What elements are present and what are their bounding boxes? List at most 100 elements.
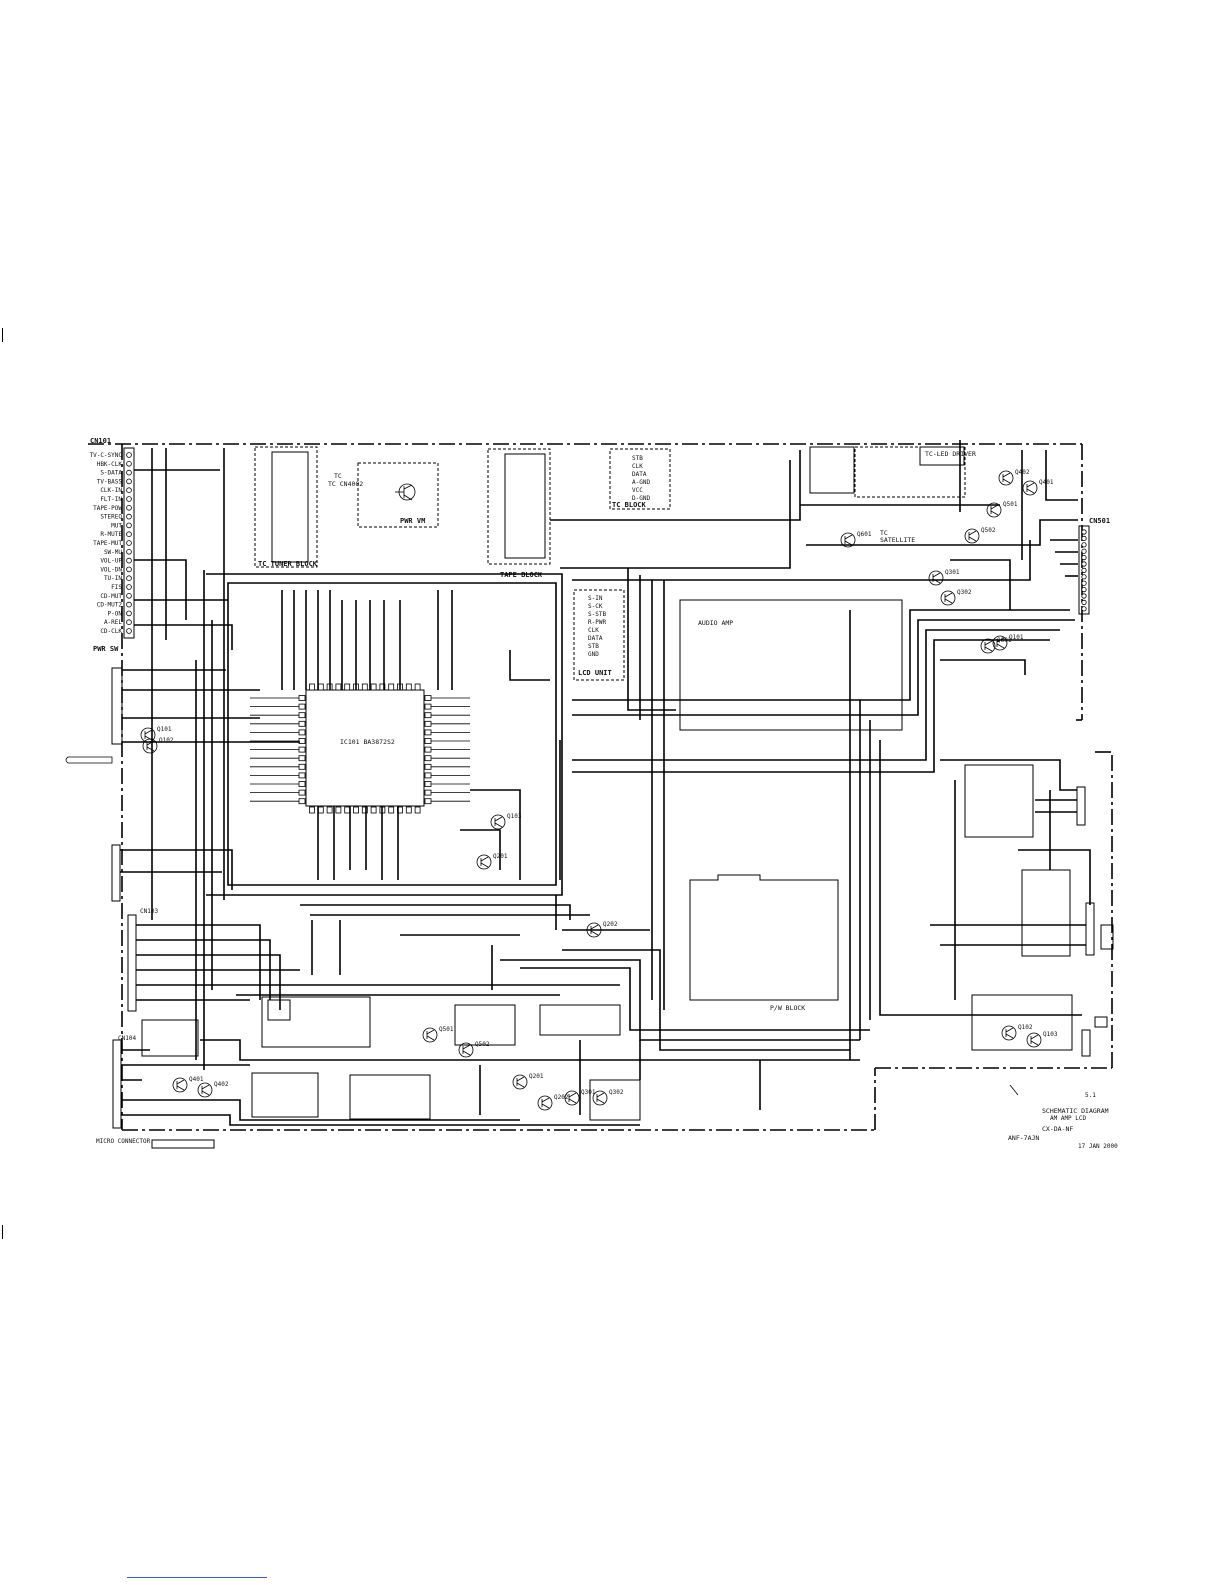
ic-pin: [361, 683, 368, 691]
ic-pin: [298, 703, 306, 710]
transistor-symbol: Q401: [172, 1076, 204, 1093]
cn103-label: CN103: [140, 908, 158, 915]
transistor-symbol: Q601: [980, 637, 1012, 654]
cn101-pin-label: CD-MUT2: [97, 602, 123, 609]
cn501-pin: [1081, 593, 1087, 599]
transistor-label: Q402: [1015, 469, 1030, 476]
tc-tuner-block: TC TUNER BLOCK: [254, 446, 318, 568]
transistor-symbol: Q201: [476, 853, 508, 870]
ic-pin: [405, 683, 412, 691]
svg-text:DATA: DATA: [588, 635, 603, 642]
transistor-symbol: Q401: [1022, 479, 1054, 496]
ic-pin: [424, 729, 432, 736]
cn101-pin: [126, 540, 132, 546]
right-top-blocks: TC-LED DRIVER TC SATELLITE: [809, 446, 976, 544]
ic-pin: [298, 772, 306, 779]
cn101-pin-label: MUT: [111, 522, 122, 529]
transistor-symbol: Q302: [940, 589, 972, 606]
ic-pin: [424, 763, 432, 770]
audio-amp-label: AUDIO AMP: [698, 619, 733, 627]
cn501-pin: [1081, 606, 1087, 612]
cn101-pin-label: FLT-IN: [100, 496, 122, 503]
svg-text:CLK: CLK: [632, 463, 643, 470]
cn501-pin: [1081, 529, 1087, 535]
svg-text:PWR SW: PWR SW: [93, 645, 119, 653]
crop-mark-lower: [2, 1225, 3, 1239]
transistor-symbol: Q103: [1026, 1031, 1058, 1048]
svg-text:VCC: VCC: [632, 487, 643, 494]
cn101-pin: [126, 452, 132, 458]
svg-text:D-GND: D-GND: [632, 495, 650, 502]
transistor-symbol: Q101: [992, 634, 1024, 651]
ic-pin: [317, 683, 324, 691]
ic-pin: [298, 781, 306, 787]
cn101-pin-label: VOL-UP: [100, 558, 122, 565]
schematic-frame: [88, 443, 1113, 1131]
title-block: 5.1 SCHEMATIC DIAGRAM AM AMP LCD CX-DA-N…: [1008, 1084, 1118, 1150]
wiring: [120, 440, 1091, 1126]
transistor-symbol: Q302: [592, 1089, 624, 1106]
cn501-pin: [1081, 567, 1087, 574]
tc-tuner-block-label: TC TUNER BLOCK: [258, 560, 318, 568]
cn101-pin: [126, 601, 132, 608]
cn101-pin-label: FIS: [111, 584, 122, 591]
tc-block-label: TC BLOCK: [612, 501, 647, 509]
sheet-code: ANF-7AJN: [1008, 1134, 1039, 1142]
sheet-date: 17 JAN 2000: [1078, 1143, 1118, 1150]
cn101-pin-label: S-DATA: [100, 470, 122, 477]
ic-pin: [344, 683, 351, 691]
cn101-pin: [126, 531, 132, 537]
sheet-rev: 5.1: [1085, 1092, 1096, 1099]
transistor-label: Q301: [945, 569, 960, 576]
cn101-pin-label: A-REL: [104, 619, 122, 626]
cn101-pin: [126, 487, 132, 494]
transistor-symbol: Q501: [422, 1026, 454, 1043]
cn101-pin: [126, 548, 132, 555]
transistor-symbol: Q301: [928, 569, 960, 586]
tc-cn-label: TC CN4002: [328, 480, 363, 488]
ic-pin: [298, 789, 306, 796]
cn501-pin: [1081, 535, 1087, 542]
ic-pin: [424, 738, 432, 744]
cn101-pin: [126, 504, 132, 511]
ic-pin: [424, 772, 432, 779]
transistor-symbol: Q501: [986, 501, 1018, 518]
ic-pin: [388, 683, 395, 691]
ic-pin: [414, 683, 421, 691]
ic-pin: [309, 806, 315, 814]
svg-text:STB: STB: [588, 643, 599, 650]
ic-pin: [379, 683, 386, 691]
cn104-label: CN104: [118, 1035, 136, 1042]
transistor-label: Q502: [981, 527, 996, 534]
lcd-unit-block: S-IN S-CK S-STB R-PWR CLK DATA STB GND L…: [573, 589, 625, 681]
svg-text:S-IN: S-IN: [588, 595, 603, 602]
cn101-pin: [126, 513, 132, 520]
transistor-symbol: Q103: [490, 813, 522, 830]
cn501-pin: [1081, 599, 1087, 606]
ic-pin: [424, 720, 432, 727]
cn101-pin-label: CD-MUT: [100, 593, 122, 600]
cn101-pin: [126, 557, 132, 564]
cn101-pin-label: TV-C-SYNC: [89, 452, 122, 459]
ic-pin: [317, 806, 324, 814]
pw-block-label: P/W BLOCK: [770, 1004, 805, 1012]
cn101-pin: [126, 575, 132, 581]
footer-link-underline[interactable]: [127, 1577, 267, 1578]
cn101-pin: [126, 460, 132, 467]
ic-pin: [424, 712, 432, 719]
cn101-pin-label: TAPE-MUT: [93, 540, 122, 547]
cn501-label: CN501: [1089, 517, 1110, 525]
satellite-label: SATELLITE: [880, 536, 915, 544]
ic-pin: [335, 683, 342, 691]
transistor-symbol: Q301: [564, 1089, 596, 1106]
sheet-model: CX-DA-NF: [1042, 1125, 1073, 1133]
ic-pin: [370, 806, 377, 814]
ic-pin: [361, 806, 368, 814]
main-ic: IC101 BA3872S2: [250, 683, 470, 814]
sheet-subtitle: AM AMP LCD: [1050, 1115, 1087, 1122]
right-small-connectors: [1076, 786, 1114, 1057]
cn501-pin: [1081, 580, 1087, 586]
connector-cn101: CN101 TV-C-SYNCHBK-CLKS-DATATV-BASSCLK-I…: [89, 437, 135, 653]
ground-symbol: [65, 756, 113, 764]
cn101-pin: [126, 469, 132, 476]
